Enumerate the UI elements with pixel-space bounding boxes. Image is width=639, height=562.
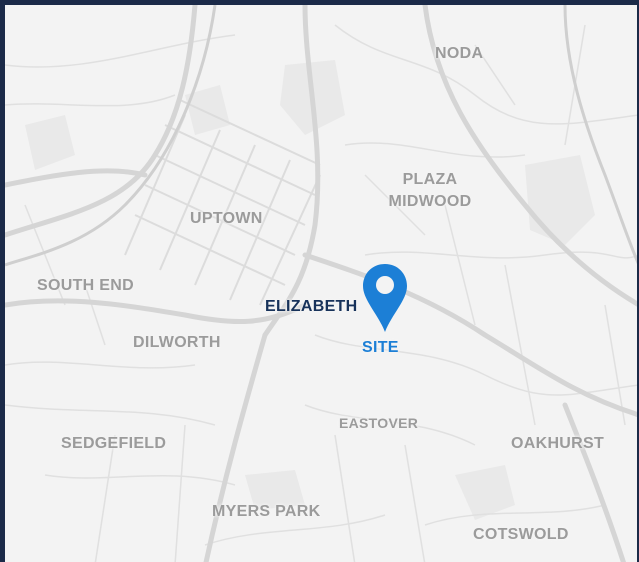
street-basemap[interactable] xyxy=(5,5,639,562)
label-dilworth: DILWORTH xyxy=(133,334,221,351)
location-pin-icon[interactable] xyxy=(361,262,409,334)
label-uptown: UPTOWN xyxy=(190,210,263,227)
major-roads xyxy=(5,5,637,562)
site-label: SITE xyxy=(362,339,399,356)
label-plaza-midwood: PLAZA MIDWOOD xyxy=(380,169,480,213)
uptown-grid xyxy=(124,99,321,306)
label-plaza-midwood-line2: MIDWOOD xyxy=(388,193,472,210)
label-noda: NODA xyxy=(435,45,484,62)
label-myers-park: MYERS PARK xyxy=(212,503,321,520)
label-eastover: EASTOVER xyxy=(339,415,419,431)
label-south-end: SOUTH END xyxy=(37,277,134,294)
highway xyxy=(5,5,637,267)
label-cotswold: COTSWOLD xyxy=(473,526,569,543)
label-oakhurst: OAKHURST xyxy=(511,435,605,452)
label-elizabeth: ELIZABETH xyxy=(265,298,358,315)
label-plaza-midwood-line1: PLAZA xyxy=(402,171,458,188)
label-sedgefield: SEDGEFIELD xyxy=(61,435,167,452)
